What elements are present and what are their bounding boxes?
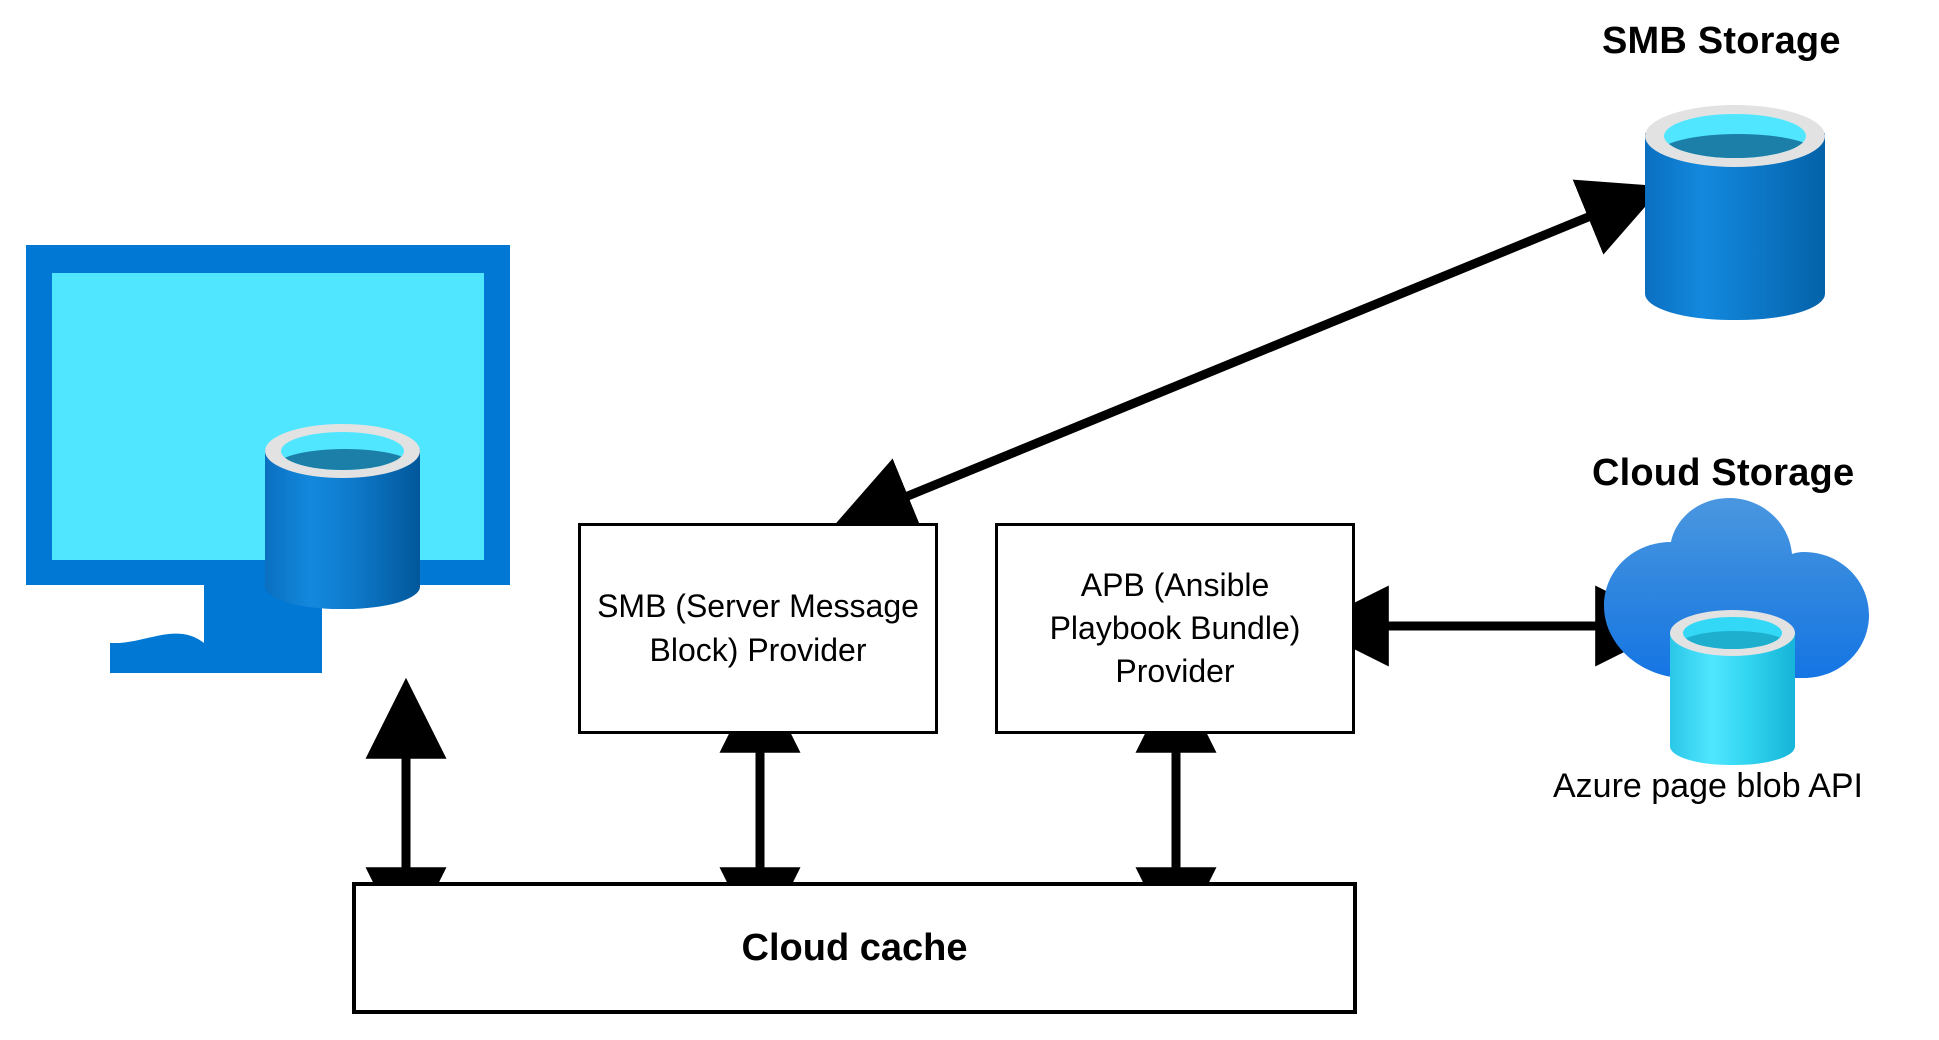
arrow-providers-to-smb-storage: [833, 179, 1663, 534]
smb-provider-box[interactable]: SMB (Server Message Block) Provider: [578, 523, 938, 734]
cloud-storage-label: Cloud Storage: [1592, 452, 1855, 494]
apb-provider-label: APB (Ansible Playbook Bundle) Provider: [1049, 566, 1301, 690]
cylinder-inner-shadow: [1683, 617, 1782, 649]
cylinder-inner-shadow: [281, 432, 404, 470]
local-cache-cylinder-icon: [265, 424, 420, 609]
smb-storage-label: SMB Storage: [1602, 20, 1841, 62]
smb-provider-label: SMB (Server Message Block) Provider: [597, 588, 919, 668]
apb-provider-box[interactable]: APB (Ansible Playbook Bundle) Provider: [995, 523, 1355, 734]
azure-page-blob-api-label: Azure page blob API: [1553, 767, 1864, 805]
smb-storage-cylinder-icon: [1645, 105, 1825, 320]
cloud-storage-cylinder-icon: [1670, 610, 1795, 765]
cylinder-inner-shadow: [1664, 114, 1806, 158]
cloud-cache-label: Cloud cache: [741, 926, 968, 969]
cloud-cache-box[interactable]: Cloud cache: [352, 882, 1357, 1014]
